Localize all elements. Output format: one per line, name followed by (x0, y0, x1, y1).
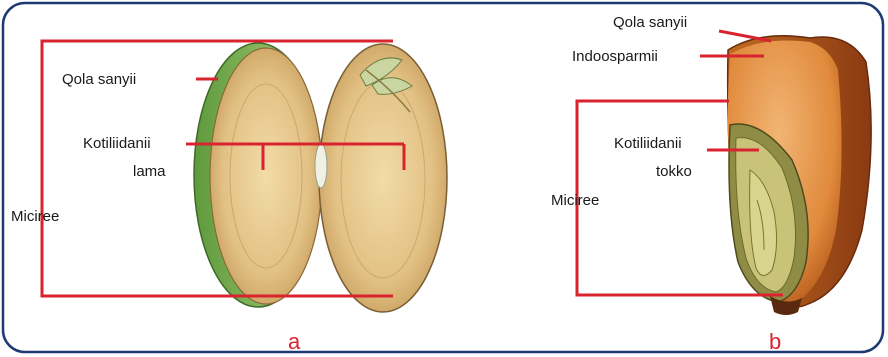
maize-endosperm-label: Indoosparmii (572, 48, 658, 65)
bean-seed-coat-label: Qola sanyii (62, 71, 136, 88)
bean-embryo-label: Miciree (11, 208, 59, 225)
maize-cotyledon-label-line2: tokko (656, 163, 692, 180)
maize-embryo-label: Miciree (551, 192, 599, 209)
panel-a-letter: a (288, 329, 301, 354)
maize-cotyledon-label-line1: Kotiliidanii (614, 135, 682, 152)
bean-cotyledons-label-line2: lama (133, 163, 166, 180)
maize-seed-coat-label: Qola sanyii (613, 14, 687, 31)
bean-cotyledons-label-line1: Kotiliidanii (83, 135, 151, 152)
panel-b-letter: b (769, 329, 781, 354)
maize-kernel-illustration (728, 36, 871, 315)
bean-seed-illustration (194, 43, 447, 312)
